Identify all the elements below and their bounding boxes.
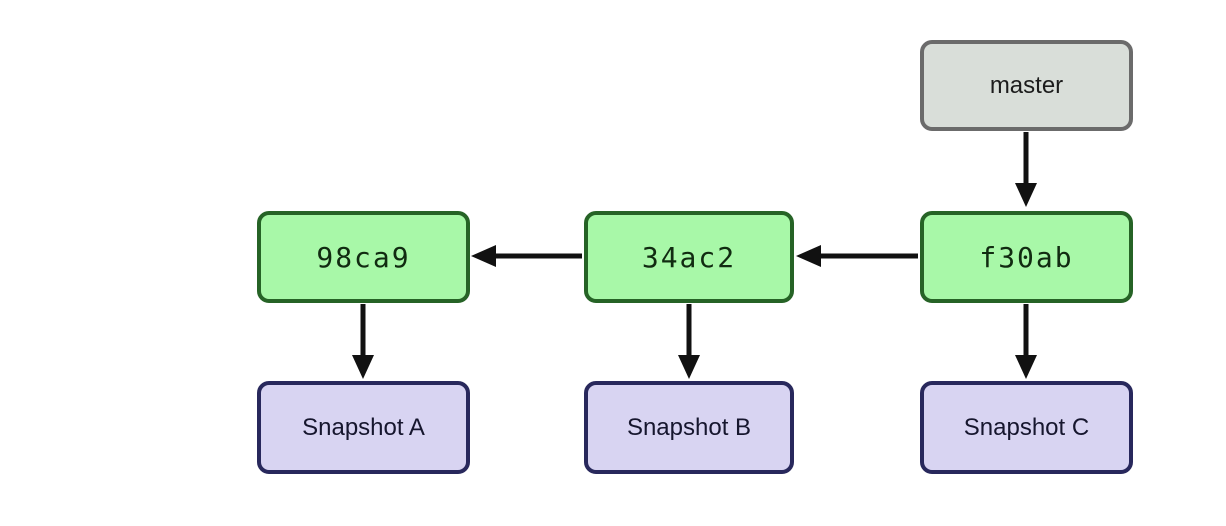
commit-box-f30ab: f30ab (920, 211, 1133, 303)
snapshot-box-a: Snapshot A (257, 381, 470, 474)
arrow-34ac2-to-snapshot-b (678, 304, 700, 379)
snapshot-label: Snapshot B (626, 413, 752, 441)
snapshot-box-b: Snapshot B (584, 381, 794, 474)
snapshot-label: Snapshot C (963, 413, 1090, 441)
branch-box-master: master (920, 40, 1133, 131)
commit-box-34ac2: 34ac2 (584, 211, 794, 303)
arrow-master-to-f30ab (1015, 132, 1037, 207)
arrow-98ca9-to-snapshot-a (352, 304, 374, 379)
branch-label: master (989, 71, 1064, 99)
arrow-f30ab-to-snapshot-c (1015, 304, 1037, 379)
commit-id-label: 98ca9 (316, 240, 411, 274)
arrow-34ac2-to-98ca9 (471, 245, 582, 267)
snapshot-label: Snapshot A (302, 413, 425, 441)
commit-id-label: f30ab (979, 240, 1074, 274)
commit-id-label: 34ac2 (641, 240, 737, 274)
commit-box-98ca9: 98ca9 (257, 211, 470, 303)
snapshot-box-c: Snapshot C (920, 381, 1133, 474)
arrow-f30ab-to-34ac2 (796, 245, 918, 267)
